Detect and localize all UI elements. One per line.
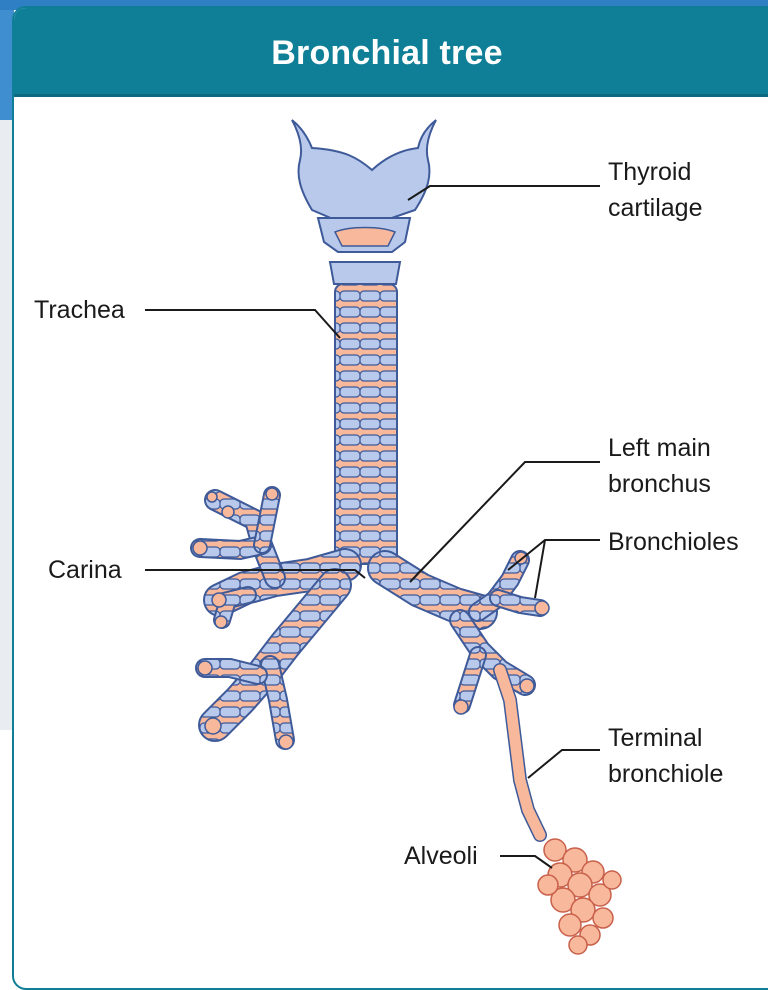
label-terminal-line1: Terminal bbox=[608, 724, 702, 752]
bronchial-tree-diagram: Thyroid cartilage Trachea Left main bron… bbox=[0, 0, 768, 970]
label-terminal-line2: bronchiole bbox=[608, 760, 723, 788]
label-trachea: Trachea bbox=[34, 296, 125, 324]
label-thyroid-line2: cartilage bbox=[608, 194, 703, 222]
larynx bbox=[292, 120, 436, 284]
label-thyroid-line1: Thyroid bbox=[608, 158, 691, 186]
leader-line-left-main bbox=[410, 462, 600, 582]
label-alveoli: Alveoli bbox=[404, 842, 478, 870]
cricoid-ring bbox=[330, 262, 400, 284]
leader-line-alveoli bbox=[500, 856, 552, 868]
leader-line-trachea bbox=[145, 310, 340, 338]
trachea-tube bbox=[335, 284, 397, 564]
cricothyroid-membrane bbox=[335, 228, 395, 247]
label-left-main-line2: bronchus bbox=[608, 470, 711, 498]
right-bronchial-tree bbox=[193, 488, 345, 749]
label-bronchioles: Bronchioles bbox=[608, 528, 739, 556]
left-bronchial-tree bbox=[385, 552, 549, 835]
thyroid-cartilage bbox=[292, 120, 436, 222]
label-left-main-line1: Left main bbox=[608, 434, 711, 462]
alveoli-cluster bbox=[538, 839, 621, 954]
label-carina: Carina bbox=[48, 556, 122, 584]
leader-line-terminal bbox=[528, 750, 600, 778]
leader-line-thyroid bbox=[408, 186, 600, 200]
